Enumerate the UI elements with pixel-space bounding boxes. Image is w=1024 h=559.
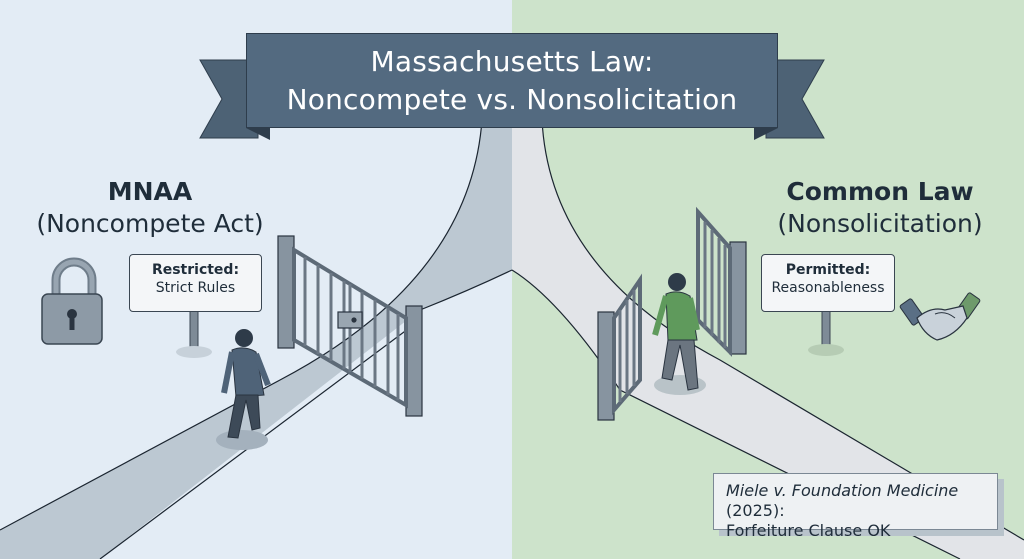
open-gate (597, 206, 747, 421)
case-name: Miele v. Foundation Medicine (726, 481, 959, 500)
left-sign: Restricted: Strict Rules (129, 254, 262, 312)
right-sign-post-shadow (808, 344, 844, 356)
closed-gate (277, 235, 423, 417)
right-subtitle: (Nonsolicitation) (777, 209, 983, 238)
gate-lock-icon (337, 311, 363, 329)
right-title: Common Law (786, 177, 974, 206)
left-sign-text: Strict Rules (155, 280, 236, 296)
title-line-1: Massachusetts Law: (370, 45, 654, 78)
left-title: MNAA (107, 177, 193, 206)
padlock-icon (41, 257, 103, 345)
right-heading: Common Law (Nonsolicitation) (760, 176, 1000, 240)
handshake-icon (899, 292, 981, 341)
person-right (652, 273, 706, 395)
right-sign-post (821, 309, 831, 349)
left-sign-post (189, 309, 199, 351)
right-sign-text: Reasonableness (771, 280, 885, 296)
right-sign: Permitted: Reasonableness (761, 254, 895, 312)
case-note: Miele v. Foundation Medicine (2025): For… (713, 473, 998, 540)
left-subtitle: (Noncompete Act) (36, 209, 264, 238)
right-sign-label: Permitted: (785, 262, 871, 278)
case-holding: Forfeiture Clause OK (726, 521, 891, 540)
title-banner: Massachusetts Law: Noncompete vs. Nonsol… (246, 33, 778, 128)
left-sign-label: Restricted: (151, 262, 240, 278)
left-sign-post-shadow (176, 346, 212, 358)
person-left (216, 329, 271, 450)
title-line-2: Noncompete vs. Nonsolicitation (286, 83, 738, 116)
left-heading: MNAA (Noncompete Act) (30, 176, 270, 240)
case-year: (2025): (726, 501, 785, 520)
